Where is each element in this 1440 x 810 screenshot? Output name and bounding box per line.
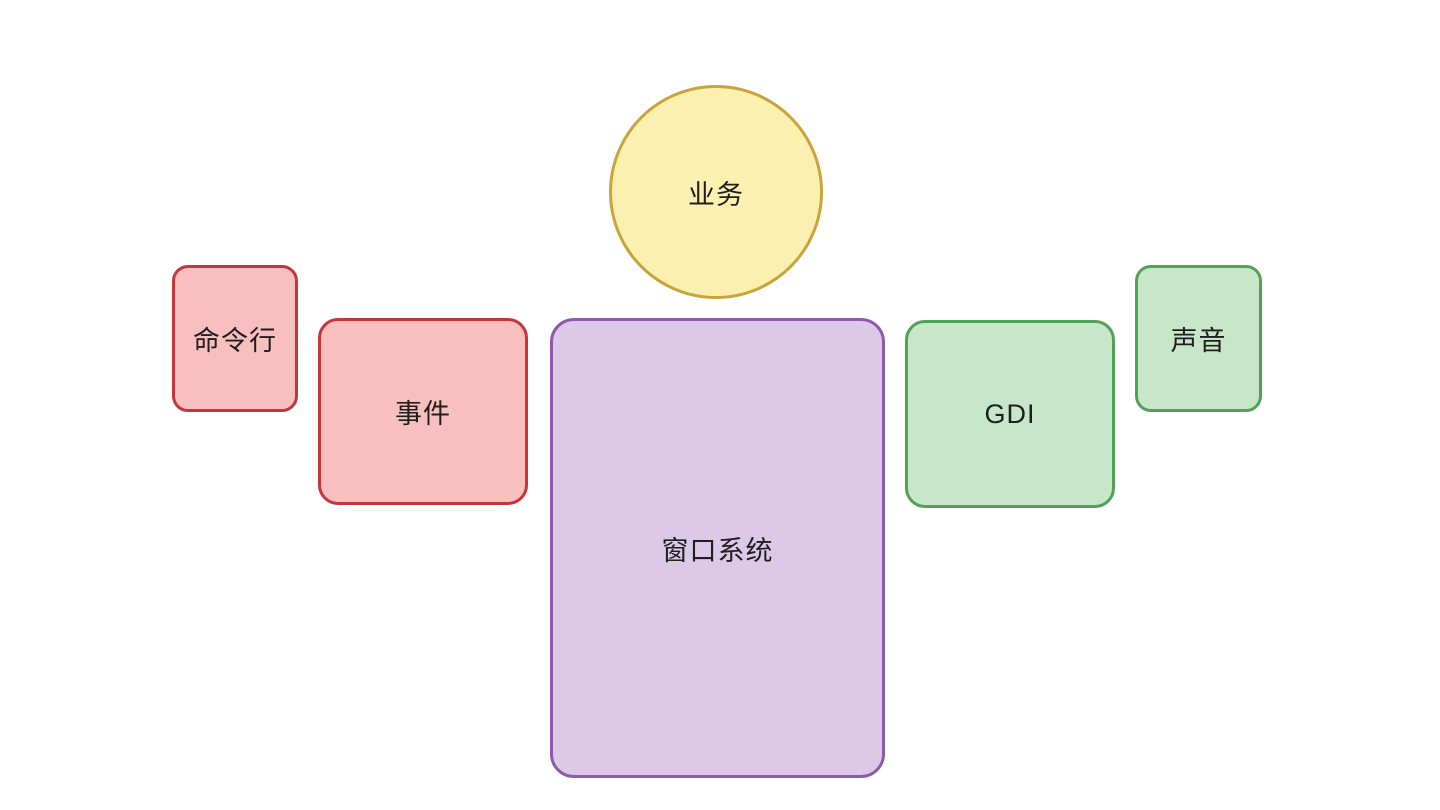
node-command-line: 命令行: [172, 265, 298, 412]
node-event-label: 事件: [395, 399, 451, 429]
node-sound-label: 声音: [1170, 326, 1227, 356]
node-event: 事件: [318, 318, 528, 505]
node-sound: 声音: [1135, 265, 1262, 412]
node-command-line-label: 命令行: [193, 326, 277, 356]
node-window-system-label: 窗口系统: [661, 535, 774, 566]
node-business-circle: 业务: [609, 85, 823, 299]
node-window-system: 窗口系统: [550, 318, 885, 778]
node-gdi-label: GDI: [984, 398, 1036, 429]
node-business-label: 业务: [688, 179, 744, 210]
node-gdi: GDI: [905, 320, 1115, 508]
